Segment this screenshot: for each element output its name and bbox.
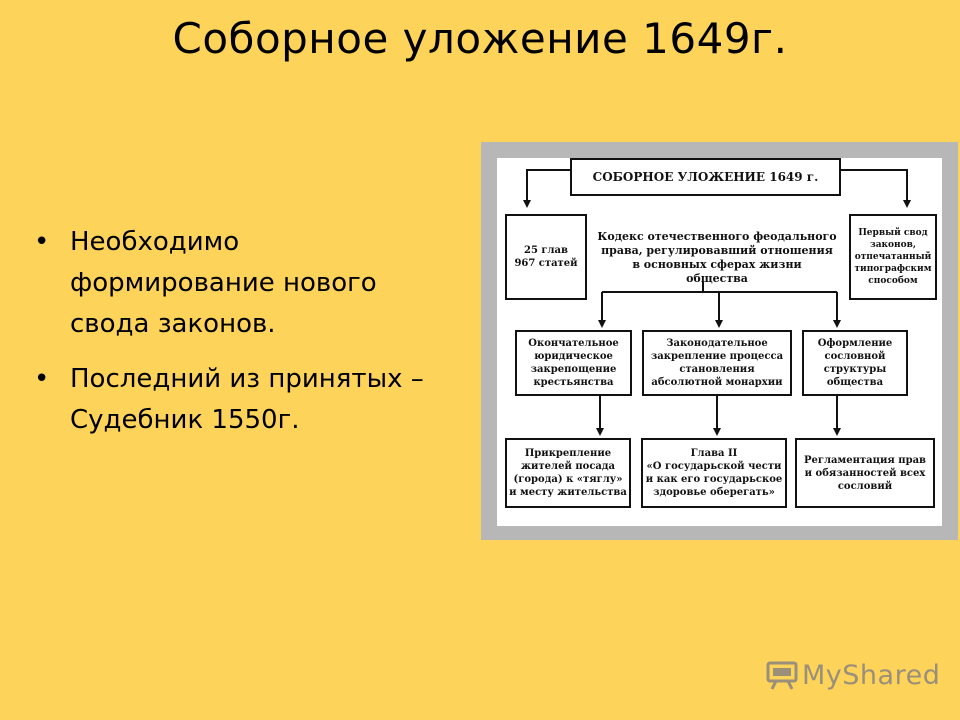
slide-title: Соборное уложение 1649г.	[172, 14, 788, 63]
diagram-row2-label-2: Законодательное закрепление процесса ста…	[650, 338, 784, 388]
diagram-center-label: Кодекс отечественного феодального права,…	[597, 230, 837, 285]
bullet-list: • Необходимо формирование нового свода з…	[34, 222, 434, 455]
bullet-text: Последний из принятых – Судебник 1550г.	[70, 364, 424, 435]
bullet-marker: •	[34, 364, 50, 394]
diagram-top-box: СОБОРНОЕ УЛОЖЕНИЕ 1649 г.	[570, 158, 841, 196]
diagram-row3-box-1: Прикрепление жителей посада (города) к «…	[505, 438, 631, 508]
slideshow-icon	[766, 660, 798, 690]
diagram-right-label: Первый свод законов, отпечатанный типогр…	[854, 228, 932, 286]
diagram-connectors	[523, 169, 911, 436]
diagram-top-label: СОБОРНОЕ УЛОЖЕНИЕ 1649 г.	[592, 170, 819, 184]
diagram-frame: СОБОРНОЕ УЛОЖЕНИЕ 1649 г. 25 глав 967 ст…	[481, 142, 958, 540]
diagram-row2-box-3: Оформление сословной структуры общества	[802, 330, 908, 396]
bullet-item: • Последний из принятых – Судебник 1550г…	[34, 359, 434, 441]
diagram-left-label: 25 глав 967 статей	[514, 245, 578, 269]
bullet-item: • Необходимо формирование нового свода з…	[34, 222, 434, 345]
myshared-watermark: MyShared	[766, 655, 940, 695]
diagram-right-box: Первый свод законов, отпечатанный типогр…	[849, 214, 937, 300]
diagram-canvas: СОБОРНОЕ УЛОЖЕНИЕ 1649 г. 25 глав 967 ст…	[497, 158, 942, 526]
diagram-row3-label-2: Глава II «О государьской чести и как его…	[645, 448, 783, 498]
diagram-row3-label-1: Прикрепление жителей посада (города) к «…	[509, 448, 627, 498]
arrow-top-left	[523, 169, 570, 208]
bullet-text: Необходимо формирование нового свода зак…	[70, 227, 377, 339]
diagram-center-text: Кодекс отечественного феодального права,…	[597, 216, 837, 286]
diagram-row2-label-3: Оформление сословной структуры общества	[817, 338, 893, 388]
diagram-row3-box-2: Глава II «О государьской чести и как его…	[641, 438, 787, 508]
arrow-top-right	[841, 169, 911, 208]
watermark-text: MyShared	[802, 659, 941, 691]
diagram-row2-label-1: Окончательное юридическое закрепощение к…	[528, 338, 619, 388]
diagram-row2-box-1: Окончательное юридическое закрепощение к…	[515, 330, 632, 396]
diagram-row3-label-3: Регламентация прав и обязанностей всех с…	[804, 454, 926, 492]
diagram-row3-box-3: Регламентация прав и обязанностей всех с…	[795, 438, 935, 508]
diagram-left-box: 25 глав 967 статей	[505, 214, 587, 300]
bullet-marker: •	[34, 227, 50, 257]
diagram-row2-box-2: Законодательное закрепление процесса ста…	[642, 330, 792, 396]
